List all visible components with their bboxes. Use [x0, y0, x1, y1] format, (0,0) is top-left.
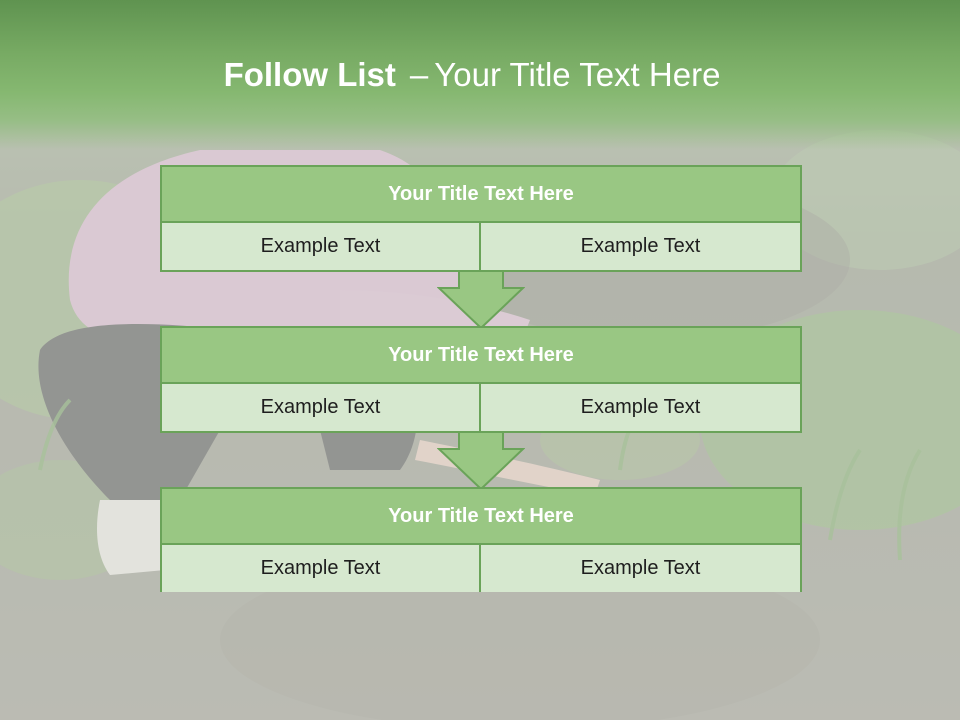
- flow-step-title: Your Title Text Here: [162, 328, 800, 384]
- flow-step-right-text: Example Text: [481, 384, 800, 431]
- flow-step-right-text: Example Text: [481, 545, 800, 592]
- page-title-rest: Your Title Text Here: [434, 56, 721, 93]
- flow-box: Your Title Text Here Example Text Exampl…: [160, 487, 802, 592]
- page-title: Follow List–Your Title Text Here: [0, 56, 944, 94]
- title-band: [0, 0, 960, 150]
- flow-step-left-text: Example Text: [162, 384, 481, 431]
- flow-step-right-text: Example Text: [481, 223, 800, 270]
- flow-step-left-text: Example Text: [162, 545, 481, 592]
- flow-step-left-text: Example Text: [162, 223, 481, 270]
- flow-step-title: Your Title Text Here: [162, 489, 800, 545]
- page-title-bold: Follow List: [223, 56, 396, 93]
- flow-step-title: Your Title Text Here: [162, 167, 800, 223]
- down-arrow-icon: [437, 431, 525, 491]
- page-title-dash: –: [409, 56, 429, 93]
- flow-box: Your Title Text Here Example Text Exampl…: [160, 326, 802, 433]
- down-arrow-icon: [437, 270, 525, 330]
- flow-box: Your Title Text Here Example Text Exampl…: [160, 165, 802, 272]
